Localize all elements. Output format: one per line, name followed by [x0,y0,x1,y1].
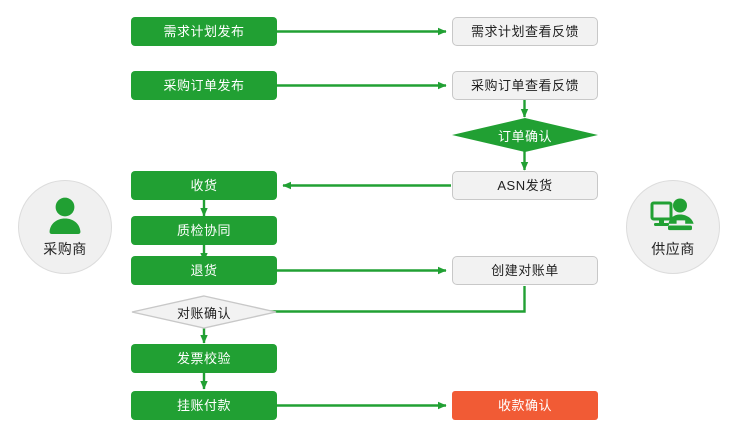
diamond-shape-green [452,118,598,152]
actor-badge-buyer[interactable]: 采购商 [18,180,112,274]
node-order-confirm-label: 订单确认 [497,128,552,144]
actor-badge-supplier[interactable]: 供应商 [626,180,720,274]
node-return-goods[interactable]: 退货 [131,256,277,285]
node-demand-plan-feedback[interactable]: 需求计划查看反馈 [452,17,598,46]
actor-label-buyer: 采购商 [43,240,87,257]
actor-label-supplier: 供应商 [651,240,695,257]
node-statement-confirm[interactable]: 对账确认 [131,295,277,329]
node-invoice-verify[interactable]: 发票校验 [131,344,277,373]
node-asn-shipment[interactable]: ASN发货 [452,171,598,200]
node-receipt-confirm[interactable]: 收款确认 [452,391,598,420]
node-quality-collab[interactable]: 质检协同 [131,216,277,245]
node-statement-confirm-label: 对账确认 [176,305,231,321]
person-icon [49,197,81,234]
node-accrual-payment[interactable]: 挂账付款 [131,391,277,420]
node-demand-plan-publish[interactable]: 需求计划发布 [131,17,277,46]
node-receive-goods[interactable]: 收货 [131,171,277,200]
node-po-feedback[interactable]: 采购订单查看反馈 [452,71,598,100]
node-order-confirm[interactable]: 订单确认 [452,118,598,152]
person-at-computer-icon [650,198,694,230]
node-po-publish[interactable]: 采购订单发布 [131,71,277,100]
node-create-statement[interactable]: 创建对账单 [452,256,598,285]
